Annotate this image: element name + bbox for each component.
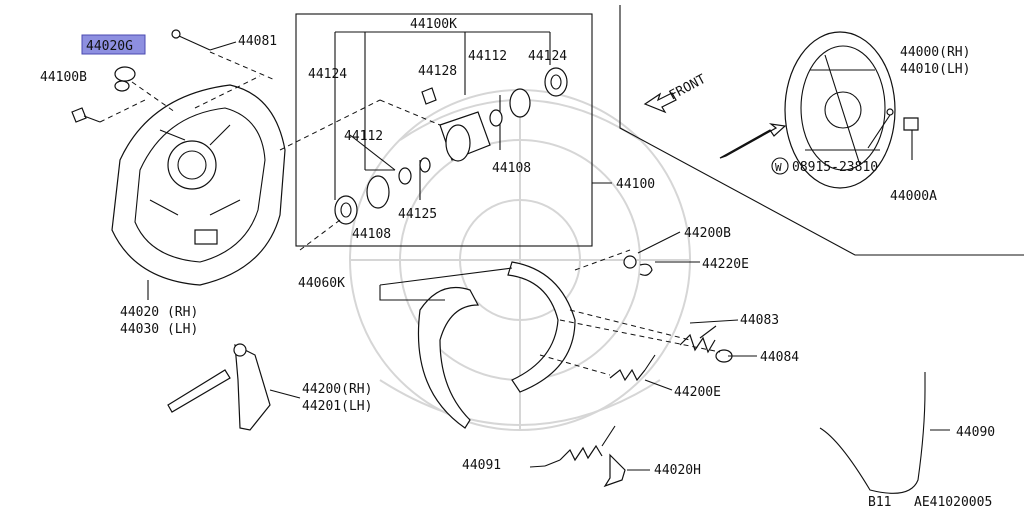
spring-44200e [609, 354, 656, 382]
clip-44020h [603, 453, 626, 488]
label-44090: 44090 [956, 425, 995, 440]
label-44125: 44125 [398, 207, 437, 222]
label-44108-left: 44108 [352, 227, 391, 242]
label-44081: 44081 [238, 34, 277, 49]
label-44100: 44100 [616, 177, 655, 192]
label-b11: B11 [868, 495, 891, 510]
ring-44200b [623, 255, 637, 269]
piston-cups [334, 67, 568, 225]
label-44020g[interactable]: 44020G [86, 39, 133, 54]
label-44220e: 44220E [702, 257, 749, 272]
spring-44083 [679, 325, 717, 354]
label-44020rh: 44020 (RH) [120, 305, 198, 320]
label-44000rh: 44000(RH) [900, 45, 970, 60]
ring-44220e [639, 263, 653, 276]
label-44201lh: 44201(LH) [302, 399, 372, 414]
label-w: W [775, 161, 782, 174]
assembly-arrow [719, 123, 787, 159]
label-44108-right: 44108 [492, 161, 531, 176]
label-44124-left: 44124 [308, 67, 347, 82]
washer-symbol-icon [771, 157, 789, 175]
label-44091: 44091 [462, 458, 501, 473]
inset-divider [619, 5, 1024, 256]
label-44200e: 44200E [674, 385, 721, 400]
bolt-44100b [71, 107, 101, 123]
label-44060k: 44060K [298, 276, 345, 291]
label-44112-right: 44112 [468, 49, 507, 64]
parking-cable-44090 [819, 372, 926, 494]
label-08915: 08915-23810 [792, 160, 878, 175]
brake-assembly-inset [784, 31, 896, 189]
label-44100b: 44100B [40, 70, 87, 85]
label-44083: 44083 [740, 313, 779, 328]
label-44030lh: 44030 (LH) [120, 322, 198, 337]
plug-44020g [114, 66, 136, 92]
wheel-cylinder-body [421, 87, 491, 162]
label-44084: 44084 [760, 350, 799, 365]
washer-bolt-inset [867, 108, 919, 160]
wheel-cylinder-box [295, 13, 593, 247]
label-44128: 44128 [418, 64, 457, 79]
label-front: FRONT [667, 72, 709, 104]
brake-shoes [417, 261, 576, 429]
label-44124-right: 44124 [528, 49, 567, 64]
label-44000a: 44000A [890, 189, 937, 204]
label-44200rh: 44200(RH) [302, 382, 372, 397]
label-diagram-code: AE41020005 [914, 495, 992, 510]
backing-plate [111, 84, 286, 286]
label-44010lh: 44010(LH) [900, 62, 970, 77]
highlight-44020g[interactable] [81, 34, 146, 55]
adjuster-lever [167, 343, 271, 431]
label-44020h: 44020H [654, 463, 701, 478]
label-44200b: 44200B [684, 226, 731, 241]
label-44112-left: 44112 [344, 129, 383, 144]
pin-44081 [171, 29, 237, 51]
spring-44091 [544, 425, 616, 467]
label-44100k: 44100K [410, 17, 457, 32]
front-arrow [643, 92, 677, 114]
